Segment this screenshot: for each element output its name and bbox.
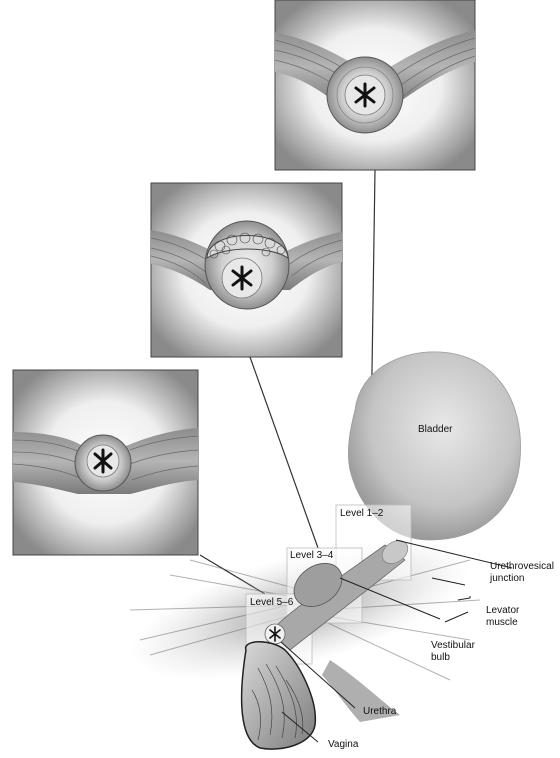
leader-vestibular: [339, 577, 441, 620]
label-levator-line1: Levator: [486, 605, 520, 616]
bladder: [347, 351, 521, 541]
label-level-5-6: Level 5–6: [250, 597, 294, 608]
leader-vagina: [281, 711, 319, 743]
leader-urethrovesical: [395, 539, 513, 569]
vestibular-bulb: [293, 563, 343, 607]
label-urethrovesical-junction: Urethrovesical junction: [490, 561, 554, 585]
leader-urethra: [280, 641, 356, 709]
label-urethrovesical-line1: Urethrovesical: [490, 561, 554, 572]
label-vagina: Vagina: [328, 739, 359, 750]
vagina: [240, 641, 400, 750]
label-vestibular-line1: Vestibular: [431, 640, 475, 651]
label-vestibular-line2: bulb: [431, 652, 450, 663]
leader-levator-bracket: [431, 577, 471, 623]
label-urethrovesical-line2: junction: [490, 573, 525, 584]
cross-section-panel-level-1-2: [274, 0, 476, 171]
lumen-star-3: [93, 448, 113, 474]
label-vestibular-bulb: Vestibular bulb: [431, 640, 475, 664]
lumen-star-2: [231, 265, 253, 291]
label-level-1-2: Level 1–2: [340, 508, 384, 519]
urethra: [264, 540, 409, 651]
cross-section-panel-level-3-4: [150, 182, 343, 358]
label-levator-muscle: Levator muscle: [486, 605, 519, 629]
label-level-3-4: Level 3–4: [290, 550, 334, 561]
label-levator-line2: muscle: [486, 617, 518, 628]
lumen-star-1: [354, 82, 376, 108]
label-urethra: Urethra: [363, 706, 397, 717]
cross-section-panel-level-5-6: [12, 369, 199, 556]
label-bladder: Bladder: [418, 424, 453, 435]
leader-level-3-4: [249, 356, 319, 549]
